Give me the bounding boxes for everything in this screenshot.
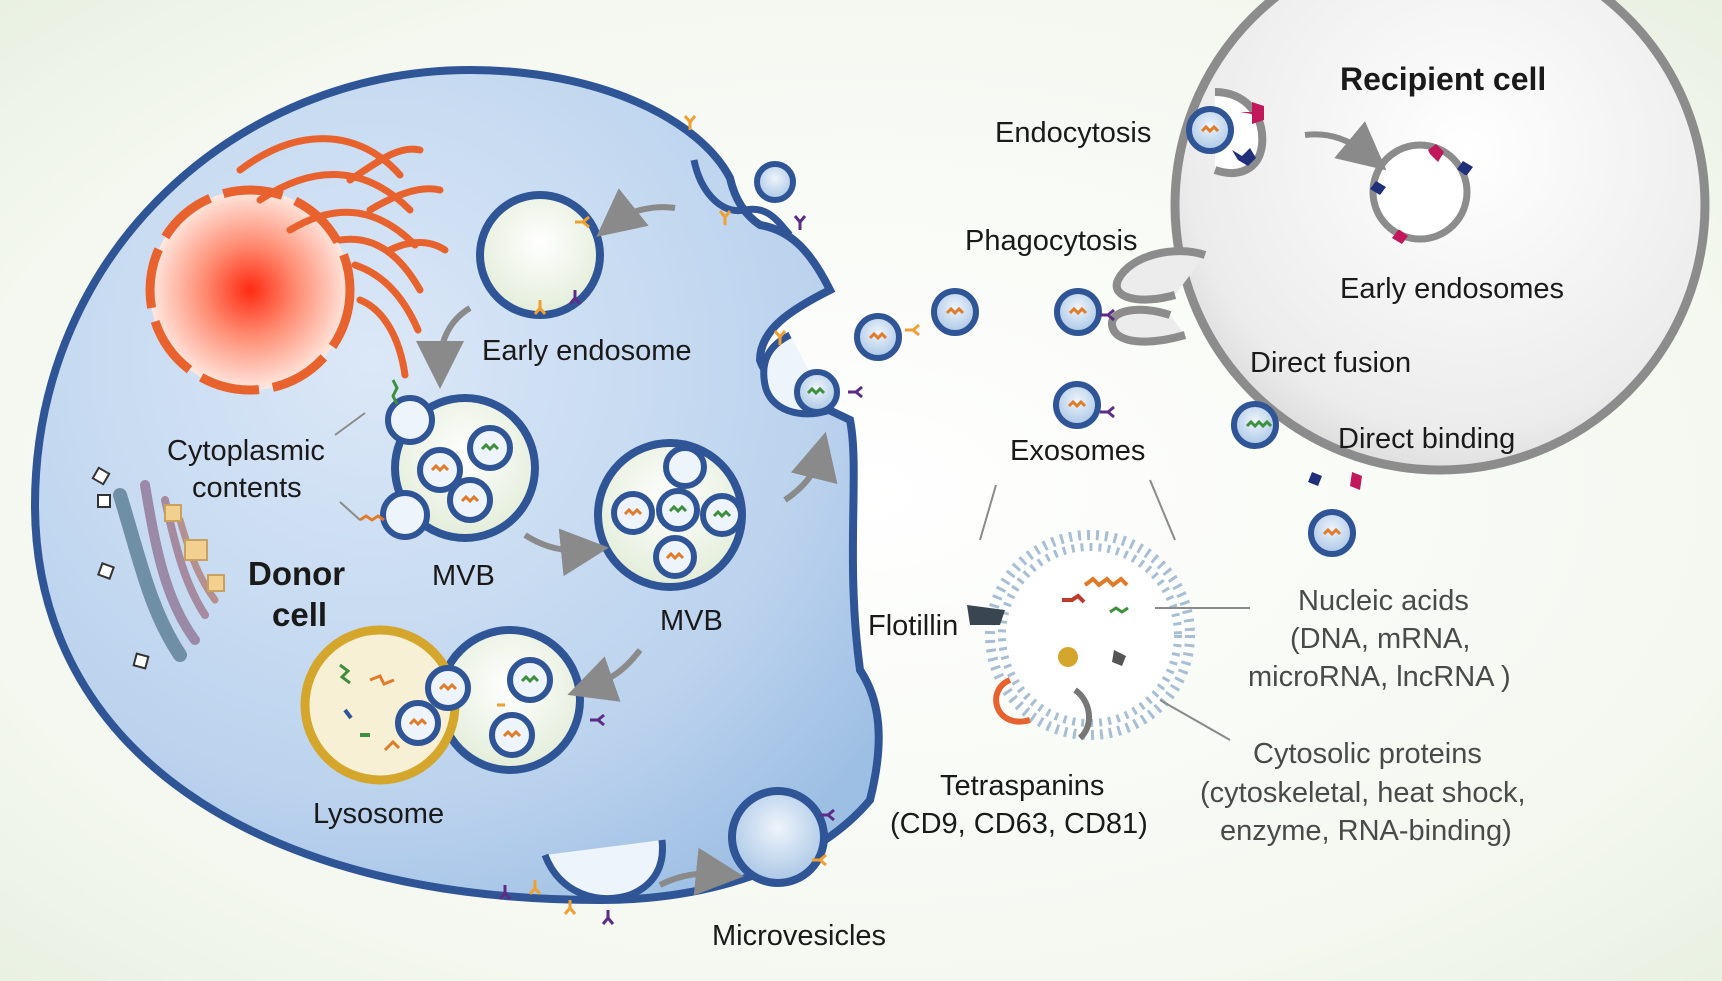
microvesicle: [728, 787, 828, 887]
label-mvb-2: MVB: [660, 605, 723, 637]
lysosome-vesicle: [300, 625, 584, 785]
labels: Recipient cell Endocytosis Phagocytosis …: [167, 61, 1564, 952]
label-mvb-1: MVB: [432, 560, 495, 592]
label-phagocytosis: Phagocytosis: [965, 225, 1138, 257]
label-donor-line1: Donor: [248, 555, 345, 592]
early-endosome-vesicle: [476, 191, 604, 319]
label-nucleic-line1: Nucleic acids: [1298, 585, 1469, 617]
nucleus: [145, 185, 355, 395]
exosome-detail: [967, 530, 1195, 741]
label-early-endosomes: Early endosomes: [1340, 273, 1564, 305]
leader-lines: [334, 412, 1250, 741]
label-tetraspanins-line1: Tetraspanins: [940, 770, 1104, 802]
label-lysosome: Lysosome: [313, 798, 444, 830]
label-direct-binding: Direct binding: [1338, 423, 1515, 455]
label-nucleic-line2: (DNA, mRNA,: [1290, 623, 1470, 655]
arrows: [416, 121, 1387, 896]
label-tetraspanins-line2: (CD9, CD63, CD81): [890, 808, 1148, 840]
label-microvesicles: Microvesicles: [712, 920, 886, 952]
rna-cargo: [359, 124, 1342, 739]
label-exosomes: Exosomes: [1010, 435, 1145, 467]
label-recipient-cell: Recipient cell: [1340, 61, 1546, 97]
recipient-cell: [1108, 0, 1710, 475]
label-endocytosis: Endocytosis: [995, 117, 1151, 149]
flotillin-protein: [967, 605, 1005, 625]
label-early-endosome: Early endosome: [482, 335, 692, 367]
released-vesicles: [754, 106, 1356, 557]
label-cytosolic-line3: enzyme, RNA-binding): [1220, 815, 1512, 847]
label-cytosolic-line2: (cytoskeletal, heat shock,: [1200, 777, 1526, 809]
mvb-1-vesicle: [380, 394, 539, 542]
label-donor-line2: cell: [272, 596, 327, 633]
label-nucleic-line3: microRNA, lncRNA ): [1248, 661, 1511, 693]
recipient-receptors: [1232, 102, 1473, 490]
receptors: [497, 115, 1115, 925]
endoplasmic-reticulum: [236, 135, 449, 379]
label-flotillin: Flotillin: [868, 610, 958, 642]
label-cytoplasmic-line1: Cytoplasmic: [167, 435, 325, 467]
label-cytoplasmic-line2: contents: [192, 472, 302, 504]
label-direct-fusion: Direct fusion: [1250, 347, 1411, 379]
mvb-2-vesicle: [594, 439, 746, 591]
label-cytosolic-line1: Cytosolic proteins: [1253, 738, 1482, 770]
golgi-apparatus: [91, 466, 225, 670]
